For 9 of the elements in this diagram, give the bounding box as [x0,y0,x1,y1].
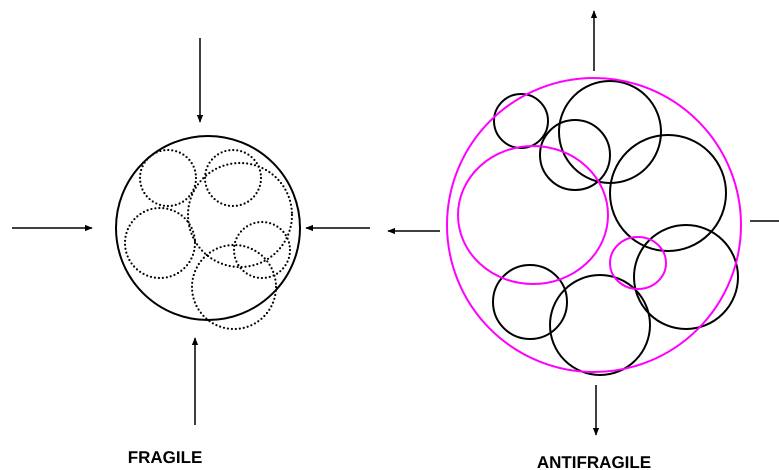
arrow [12,224,93,232]
arrow [590,10,598,71]
arrow [196,38,204,123]
arrow [387,228,440,234]
diagram-label: FRAGILE [128,448,202,468]
arrow [592,385,600,436]
arrow [305,224,370,232]
arrow [192,337,198,425]
diagram-label: ANTIFRAGILE [536,453,652,470]
